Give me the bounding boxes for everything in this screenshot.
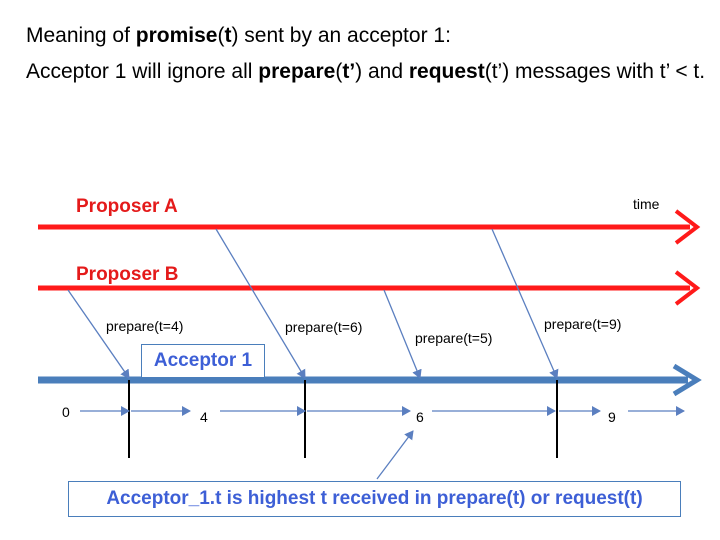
acceptor-arrowhead — [672, 363, 702, 397]
proposer-b-arrowhead — [674, 270, 701, 306]
message-arrow-prepare-9 — [491, 228, 559, 379]
proposer-a-label: Proposer A — [76, 196, 178, 217]
heading-segment: promise — [135, 24, 218, 47]
heading-segment: ) sent by an acceptor 1: — [231, 24, 451, 47]
t-value: 4 — [200, 409, 208, 425]
heading-segment: request — [408, 60, 485, 83]
heading-segment: prepare — [258, 60, 336, 83]
message-arrow-prepare-6 — [215, 228, 306, 379]
note-pointer-arrow — [376, 430, 414, 480]
heading-segment: Acceptor 1 will ignore all — [26, 60, 259, 83]
heading-segment: ( — [335, 60, 343, 83]
heading-segment: ) and — [355, 60, 409, 83]
time-label: time — [633, 196, 660, 212]
acceptor-label: Acceptor 1 — [141, 344, 265, 378]
heading-segment: ( — [217, 24, 225, 47]
message-arrow-prepare-5 — [383, 289, 422, 379]
proposer-b-label: Proposer B — [76, 264, 178, 285]
t-value: 0 — [62, 404, 70, 420]
message-label: prepare(t=6) — [285, 319, 362, 335]
heading-line-1: Meaning of promise(t) sent by an accepto… — [26, 22, 451, 50]
message-label: prepare(t=4) — [106, 318, 183, 334]
t-value: 6 — [416, 409, 424, 425]
heading-segment: t’ — [342, 60, 356, 83]
message-label: prepare(t=9) — [544, 316, 621, 332]
note-callout: Acceptor_1.t is highest t received in pr… — [68, 481, 681, 517]
proposer-a-arrowhead — [674, 209, 701, 245]
heading-segment: (t’) messages with t’ < t. — [484, 60, 706, 83]
t-value: 9 — [608, 409, 616, 425]
heading-segment: Meaning of — [26, 24, 136, 47]
message-label: prepare(t=5) — [415, 330, 492, 346]
heading-segment: t — [224, 24, 232, 47]
heading-line-2: Acceptor 1 will ignore all prepare(t’) a… — [26, 58, 706, 86]
message-arrow-prepare-4 — [67, 289, 130, 379]
